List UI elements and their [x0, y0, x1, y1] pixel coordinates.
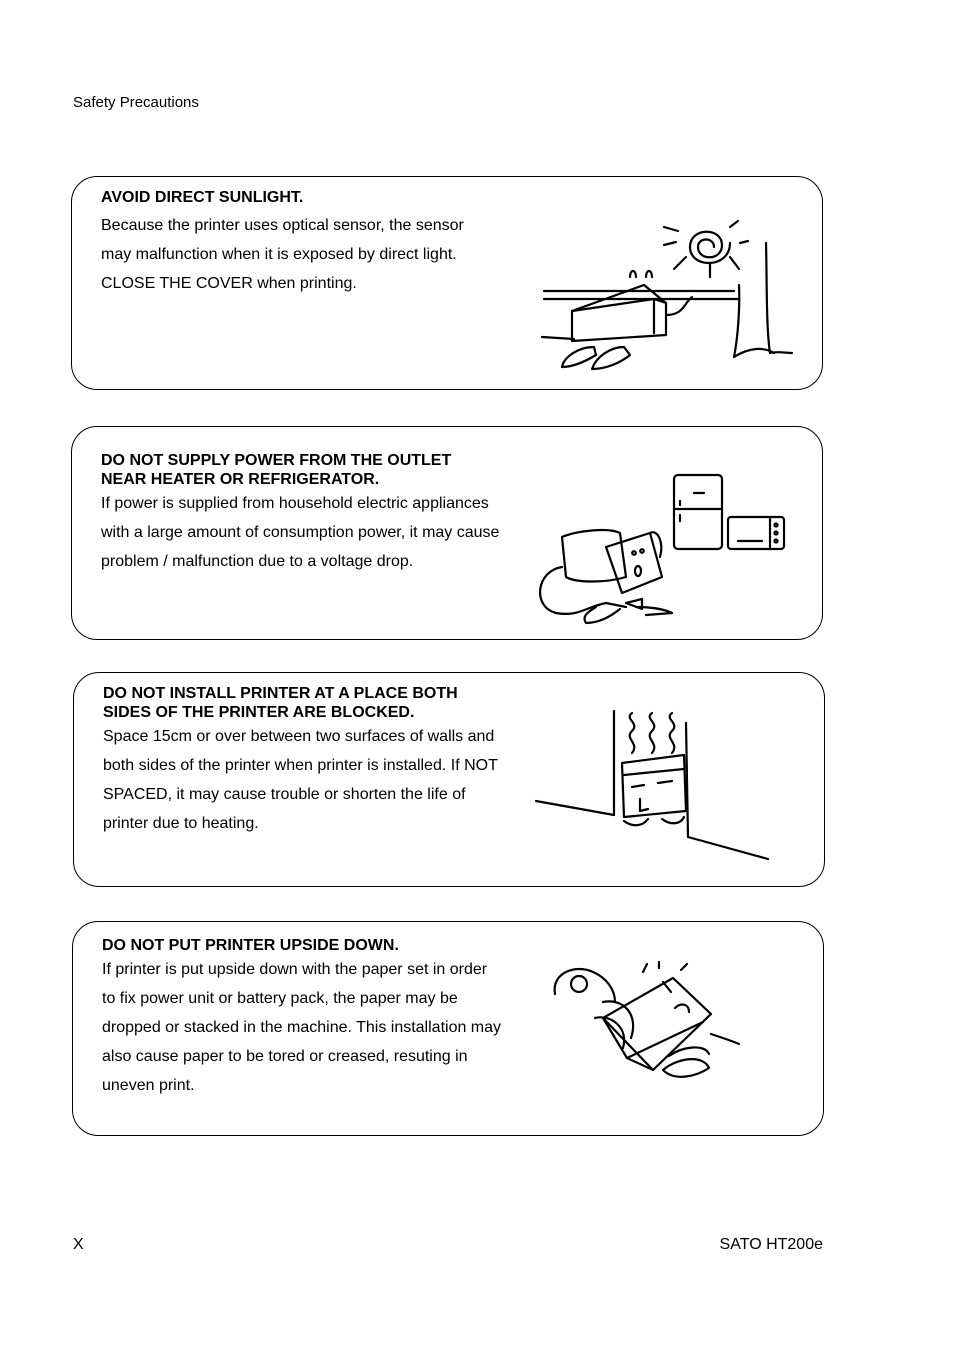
- card-title: AVOID DIRECT SUNLIGHT.: [101, 189, 304, 206]
- printer-refrigerator-icon: [539, 473, 786, 625]
- printer-upside-down-icon: [553, 960, 741, 1078]
- card-body: Space 15cm or over between two surfaces …: [103, 728, 498, 832]
- card-title: DO NOT INSTALL PRINTER AT A PLACE BOTH S…: [103, 685, 458, 721]
- card-body: Because the printer uses optical sensor,…: [101, 217, 464, 292]
- safety-card-blocked-sides: DO NOT INSTALL PRINTER AT A PLACE BOTH S…: [73, 672, 825, 887]
- card-body: If printer is put upside down with the p…: [102, 961, 502, 1094]
- card-title: DO NOT PUT PRINTER UPSIDE DOWN.: [102, 937, 399, 954]
- safety-card-sunlight: AVOID DIRECT SUNLIGHT. Because the print…: [71, 176, 823, 390]
- running-header: Safety Precautions: [73, 94, 199, 111]
- printer-walls-heat-icon: [534, 709, 770, 861]
- safety-card-power-outlet: DO NOT SUPPLY POWER FROM THE OUTLET NEAR…: [71, 426, 823, 640]
- page-number: X: [73, 1236, 84, 1253]
- card-body: If power is supplied from household elec…: [101, 495, 500, 570]
- product-name: SATO HT200e: [719, 1236, 823, 1253]
- printer-sunlight-icon: [540, 219, 794, 371]
- safety-card-upside-down: DO NOT PUT PRINTER UPSIDE DOWN. If print…: [72, 921, 824, 1136]
- card-title: DO NOT SUPPLY POWER FROM THE OUTLET NEAR…: [101, 452, 452, 488]
